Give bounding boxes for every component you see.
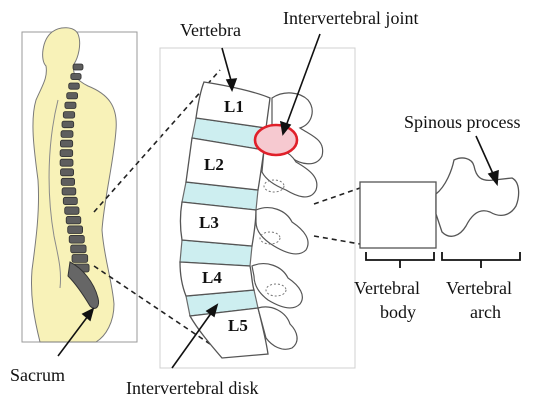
spine-vertebra-segment: [69, 83, 80, 89]
vertebral-arch-shape: [436, 158, 519, 236]
vertebra-label-l4: L4: [202, 268, 222, 287]
label-vertebral-arch-2: arch: [470, 302, 501, 322]
arch-bracket: [442, 252, 520, 268]
spine-vertebra-segment: [63, 112, 74, 119]
vertebra-label-l3: L3: [199, 213, 219, 232]
spine-vertebra-segment: [60, 150, 73, 157]
label-vertebral-arch-1: Vertebral: [446, 278, 512, 298]
spine-vertebra-segment: [65, 102, 76, 108]
label-spinous-process: Spinous process: [404, 112, 521, 132]
vertebra-label-l1: L1: [224, 97, 244, 116]
spine-vertebra-segment: [72, 255, 88, 263]
spine-vertebra-segment: [71, 74, 81, 80]
body-bracket: [366, 252, 434, 268]
label-sacrum: Sacrum: [10, 365, 65, 385]
spine-vertebra-segment: [69, 235, 84, 243]
spine-vertebra-segment: [61, 169, 74, 176]
spine-vertebra-segment: [62, 121, 74, 128]
label-intervertebral-joint: Intervertebral joint: [283, 8, 418, 28]
human-figure: [22, 28, 137, 342]
label-vertebra: Vertebra: [180, 20, 241, 40]
spine-vertebra-segment: [63, 197, 77, 204]
spine-vertebra-segment: [73, 64, 83, 70]
spine-vertebra-segment: [68, 226, 83, 234]
spine-vertebra-segment: [61, 131, 73, 138]
spine-vertebra-segment: [66, 216, 81, 224]
vertebral-body-shape: [360, 182, 436, 248]
label-intervertebral-disk: Intervertebral disk: [126, 378, 258, 398]
spine-vertebra-segment: [60, 140, 72, 147]
spine-vertebra-segment: [60, 159, 73, 166]
spine-vertebra-segment: [62, 188, 76, 195]
label-vertebral-body-1: Vertebral: [354, 278, 420, 298]
vertebra-label-l5: L5: [228, 316, 248, 335]
spine-vertebra-segment: [61, 178, 74, 185]
spine-vertebra-segment: [65, 207, 79, 214]
spine-vertebra-segment: [71, 245, 86, 253]
spine-vertebra-segment: [67, 93, 78, 99]
label-vertebral-body-2: body: [380, 302, 416, 322]
lumbar-spine-closeup: L1 L2 L3 L4 L5: [160, 48, 355, 368]
vertebra-label-l2: L2: [204, 155, 224, 174]
